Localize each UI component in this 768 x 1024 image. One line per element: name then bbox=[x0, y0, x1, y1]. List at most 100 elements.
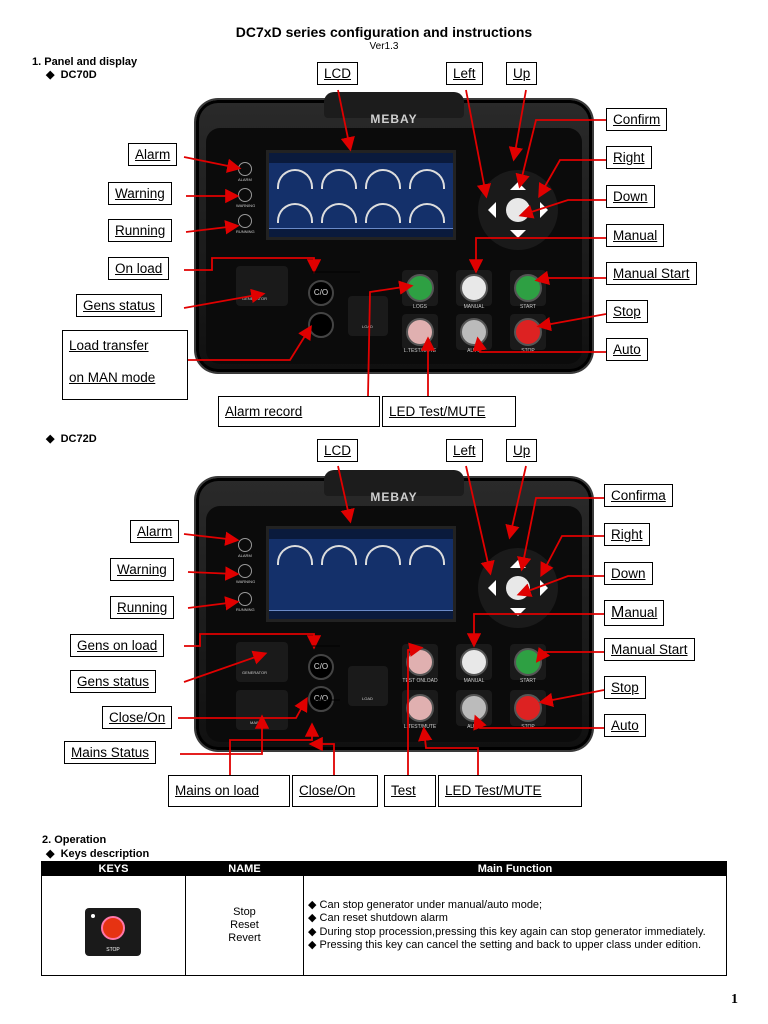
function-column-header: Main Function bbox=[303, 861, 727, 876]
label-down: Down bbox=[606, 185, 655, 208]
confirm-button-2[interactable] bbox=[506, 576, 530, 600]
alarm-indicator-label: ALARM bbox=[238, 177, 252, 182]
label-auto-2: Auto bbox=[604, 714, 646, 737]
manual-button[interactable] bbox=[460, 274, 488, 302]
logs-button[interactable] bbox=[406, 274, 434, 302]
label-test: Test bbox=[384, 775, 436, 807]
stop-key-icon: STOP bbox=[85, 908, 141, 956]
label-manual: Manual bbox=[606, 224, 665, 247]
model-dc70d-label: DC70D bbox=[60, 69, 97, 81]
lcd-screen bbox=[266, 150, 456, 240]
ltest-label: L.TEST/MUTE bbox=[403, 348, 437, 354]
led-test-mute-button-2[interactable] bbox=[406, 694, 434, 722]
start-button[interactable] bbox=[514, 274, 542, 302]
generator-label: GENERATOR bbox=[242, 296, 267, 301]
right-arrow-icon[interactable] bbox=[540, 202, 556, 218]
up-arrow-icon[interactable] bbox=[510, 174, 526, 190]
label-stop: Stop bbox=[606, 300, 648, 323]
manual-label-2: MANUAL bbox=[463, 678, 485, 684]
start-button-2[interactable] bbox=[514, 648, 542, 676]
test-onload-label: TEST ONLOAD bbox=[402, 678, 438, 684]
auto-button-2[interactable] bbox=[460, 694, 488, 722]
stop-button[interactable] bbox=[514, 318, 542, 346]
label-manual-2-m: M bbox=[611, 604, 625, 621]
alarm-indicator-label-2: ALARM bbox=[238, 553, 252, 558]
load-icon-2 bbox=[348, 666, 388, 706]
label-load-transfer-line1: Load transfer bbox=[69, 338, 149, 353]
right-arrow-icon-2[interactable] bbox=[540, 580, 556, 596]
label-auto: Auto bbox=[606, 338, 648, 361]
left-arrow-icon[interactable] bbox=[480, 202, 496, 218]
document-title: DC7xD series configuration and instructi… bbox=[235, 24, 533, 40]
warning-indicator-label: WARNING bbox=[236, 203, 256, 208]
warning-indicator-icon bbox=[238, 188, 252, 202]
label-close-on-bottom: Close/On bbox=[292, 775, 378, 807]
stop-button-2[interactable] bbox=[514, 694, 542, 722]
label-gens-status: Gens status bbox=[76, 294, 163, 317]
keys-table: KEYS NAME Main Function STOP Stop Reset … bbox=[41, 861, 727, 976]
running-indicator-label-2: RUNNING bbox=[236, 607, 255, 612]
label-manual-2: Manual bbox=[604, 600, 665, 626]
label-warning-2: Warning bbox=[110, 558, 174, 581]
function-line: ◆ Can stop generator under manual/auto m… bbox=[308, 898, 543, 911]
test-onload-button[interactable] bbox=[406, 648, 434, 676]
label-alarm-record: Alarm record bbox=[218, 396, 380, 427]
label-right-2: Right bbox=[604, 523, 650, 546]
brand-logo: MEBAY bbox=[370, 112, 418, 126]
function-line: ◆ Pressing this key can cancel the setti… bbox=[308, 939, 702, 951]
keys-description-label: Keys description bbox=[60, 848, 150, 860]
label-confirma: Confirma bbox=[604, 484, 673, 507]
mains-label: MAIN bbox=[250, 720, 260, 725]
manual-button-2[interactable] bbox=[460, 648, 488, 676]
label-lcd-2: LCD bbox=[317, 439, 359, 462]
label-gens-on-load: Gens on load bbox=[70, 634, 165, 657]
navigation-dpad bbox=[478, 170, 558, 250]
model-dc72d-heading: ◆ DC72D bbox=[46, 433, 97, 445]
name-stop: Stop bbox=[233, 906, 256, 918]
auto-button[interactable] bbox=[460, 318, 488, 346]
name-revert: Revert bbox=[228, 932, 261, 944]
label-on-load: On load bbox=[108, 257, 170, 280]
ltest-label-2: L.TEST/MUTE bbox=[403, 724, 437, 730]
label-manual-start: Manual Start bbox=[606, 262, 697, 285]
section-1-heading: 1. Panel and display bbox=[32, 56, 138, 68]
label-gens-status-2: Gens status bbox=[70, 670, 157, 693]
down-arrow-icon-2[interactable] bbox=[510, 608, 526, 624]
mains-co-button[interactable]: C/O bbox=[308, 686, 334, 712]
left-arrow-icon-2[interactable] bbox=[480, 580, 496, 596]
auto-label: AUTO bbox=[467, 348, 481, 354]
load-transfer-button[interactable] bbox=[308, 312, 334, 338]
alarm-indicator-icon-2 bbox=[238, 538, 252, 552]
label-close-on-left: Close/On bbox=[102, 706, 173, 729]
stop-label-2: STOP bbox=[521, 724, 535, 730]
label-confirm: Confirm bbox=[606, 108, 668, 131]
gens-co-button[interactable]: C/O bbox=[308, 654, 334, 680]
label-warning: Warning bbox=[108, 182, 172, 205]
down-arrow-icon[interactable] bbox=[510, 230, 526, 246]
start-label: START bbox=[520, 304, 536, 310]
confirm-button[interactable] bbox=[506, 198, 530, 222]
page-number: 1 bbox=[731, 992, 738, 1007]
version-label: Ver1.3 bbox=[369, 41, 399, 52]
label-manual-start-2: Manual Start bbox=[604, 638, 695, 661]
label-led-test-mute: LED Test/MUTE bbox=[382, 396, 516, 427]
start-label-2: START bbox=[520, 678, 536, 684]
logs-label: LOGS bbox=[413, 304, 427, 310]
warning-indicator-label-2: WARNING bbox=[236, 579, 256, 584]
led-test-mute-button[interactable] bbox=[406, 318, 434, 346]
navigation-dpad-2 bbox=[478, 548, 558, 628]
co-switch-button[interactable]: C/O bbox=[308, 280, 334, 306]
label-down-2: Down bbox=[604, 562, 653, 585]
label-load-transfer: Load transfer on MAN mode bbox=[62, 330, 188, 400]
manual-label: MANUAL bbox=[463, 304, 485, 310]
function-line: ◆ Can reset shutdown alarm bbox=[308, 912, 448, 924]
label-mains-status: Mains Status bbox=[64, 741, 157, 764]
mains-icon bbox=[236, 690, 288, 730]
label-mains-on-load: Mains on load bbox=[168, 775, 290, 807]
section-2-heading: 2. Operation bbox=[42, 834, 107, 846]
label-up-2: Up bbox=[506, 439, 538, 462]
alarm-indicator-icon bbox=[238, 162, 252, 176]
up-arrow-icon-2[interactable] bbox=[510, 552, 526, 568]
load-label-2: LOAD bbox=[362, 696, 373, 701]
label-stop-2: Stop bbox=[604, 676, 646, 699]
